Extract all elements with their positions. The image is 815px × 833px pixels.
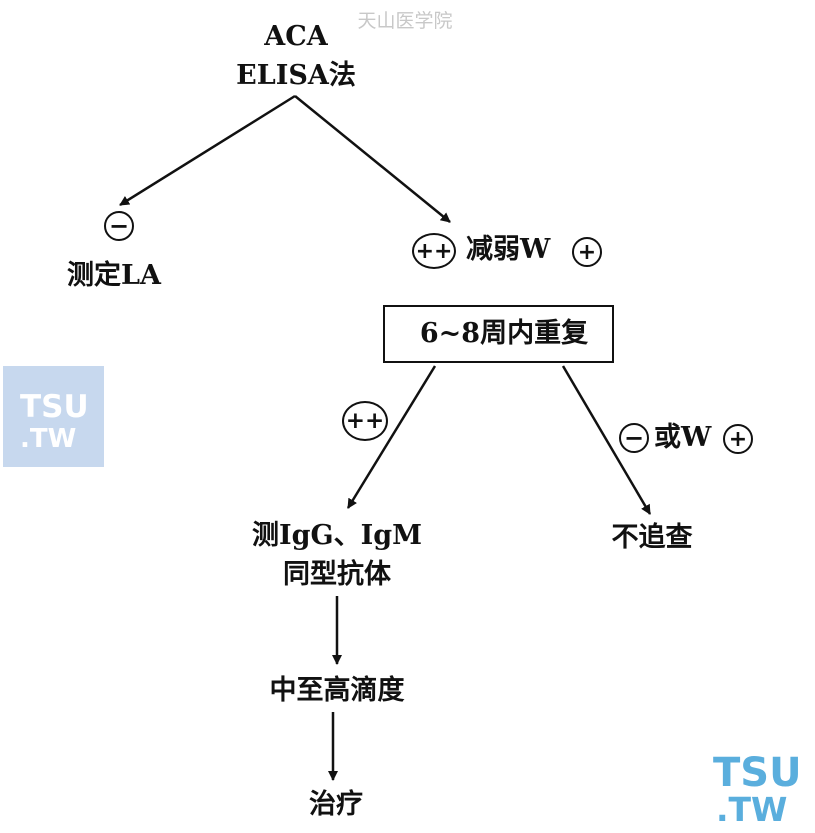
double-positive-sign-icon: ++	[342, 401, 388, 441]
root-label-elisa: ELISA法	[236, 60, 356, 91]
treatment-label: 治疗	[309, 789, 363, 820]
repeat-label: 6~8周内重复	[419, 318, 589, 349]
negative-sign-icon: −	[104, 211, 134, 241]
root-label-aca: ACA	[264, 21, 328, 52]
arrow-root-to-negative	[119, 94, 296, 207]
arrow-box-to-test	[346, 365, 437, 509]
negative-sign-icon: −	[619, 423, 649, 453]
test-igg-igm-label: 测IgG、IgM	[252, 520, 422, 551]
isotype-antibody-label: 同型抗体	[283, 559, 391, 590]
weakened-label: 减弱W	[466, 234, 551, 265]
positive-sign-icon: +	[572, 237, 602, 267]
logo-line1: TSU	[20, 389, 89, 425]
logo-line1: TSU	[713, 750, 802, 796]
double-positive-sign-icon: ++	[412, 233, 456, 269]
logo-line2: .TW	[20, 424, 77, 454]
tsu-logo-left: TSU .TW	[3, 366, 104, 467]
arrow-box-to-no-follow	[561, 365, 652, 515]
measure-la-label: 测定LA	[67, 260, 161, 291]
repeat-box	[383, 305, 614, 363]
positive-sign-icon: +	[723, 424, 753, 454]
no-follow-up-label: 不追查	[611, 522, 693, 553]
watermark-text: 天山医学院	[357, 10, 453, 32]
logo-line2: .TW	[716, 790, 788, 829]
moderate-high-titer-label: 中至高滴度	[269, 675, 405, 706]
arrow-root-to-positive	[294, 95, 451, 223]
or-w-label: 或W	[654, 422, 712, 453]
